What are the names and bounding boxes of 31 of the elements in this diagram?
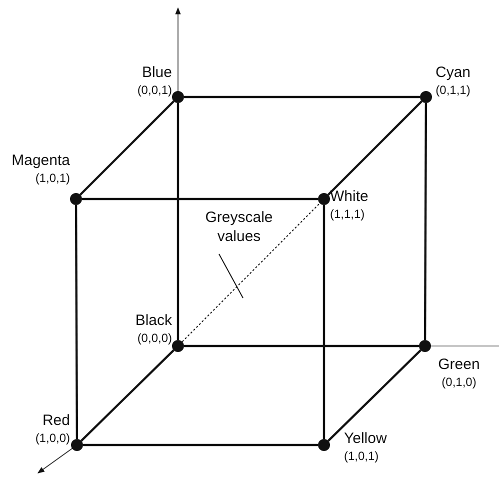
vertex-label: Cyan: [434, 64, 472, 82]
cube-edge: [79, 100, 175, 196]
coordinate-label: (0,0,0): [136, 330, 172, 346]
vertex-label: Black: [134, 312, 172, 330]
coordinate-label: (0,1,0): [440, 374, 478, 390]
cube-edge: [82, 198, 318, 200]
vertex-label: Yellow: [344, 430, 388, 448]
cube-edge: [176, 103, 180, 340]
coordinate-label: (1,1,1): [330, 206, 366, 222]
diagonal-line: [182, 202, 320, 342]
vertex-label: Magenta: [10, 152, 70, 170]
cube-edge: [74, 205, 78, 439]
cube-edge: [328, 349, 422, 442]
vertex-label: Blue: [140, 64, 172, 82]
annotation-text: Greyscale values: [204, 208, 274, 246]
vertex-label: Green: [437, 356, 481, 374]
leader-line: [218, 254, 244, 298]
cube-edge: [184, 96, 420, 98]
cube-edge: [424, 103, 428, 340]
cube-edge: [80, 349, 174, 442]
vertex-label: White: [330, 188, 370, 206]
cube-edge: [322, 205, 326, 439]
coordinate-label: (1,0,1): [34, 170, 70, 186]
cube-edge: [83, 444, 318, 446]
coordinate-label: (1,0,0): [34, 430, 70, 446]
cube-edge: [327, 100, 423, 196]
vertex-label: Red: [41, 412, 70, 430]
cube-edge: [184, 344, 419, 348]
coordinate-label: (1,0,1): [344, 448, 380, 464]
coordinate-label: (0,1,1): [434, 82, 472, 98]
coordinate-label: (0,0,1): [136, 82, 172, 98]
